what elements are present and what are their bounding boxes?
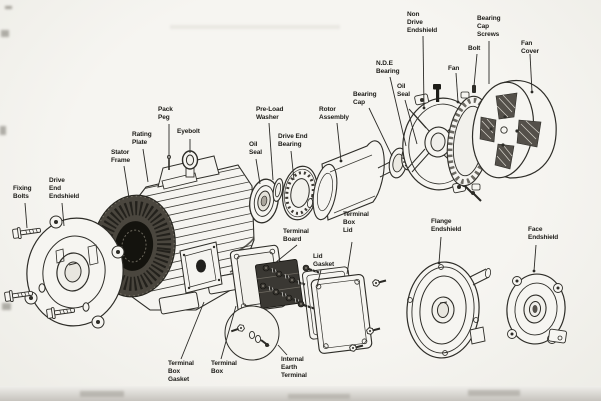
label-oil-seal-drive-end: Oil Seal: [249, 141, 262, 157]
fan-cover-drawing: [471, 79, 557, 179]
label-fan-cover: Fan Cover: [521, 40, 539, 56]
label-internal-earth-terminal: Internal Earth Terminal: [281, 356, 307, 380]
scan-mark: [0, 126, 6, 135]
label-non-drive-endshield: Non Drive Endshield: [407, 11, 438, 35]
eyebolt-drawing: [181, 150, 199, 178]
endshield-bolt-drawing: [433, 84, 441, 102]
flange-endshield-drawing: [406, 261, 492, 359]
label-flange-endshield: Flange Endshield: [431, 218, 462, 234]
scan-bottom-band: [0, 386, 601, 401]
fixing-bolts-drawing: [3, 224, 90, 320]
label-bearing-cap: Bearing Cap: [353, 91, 377, 107]
label-fan: Fan: [448, 65, 460, 72]
label-pre-load-washer: Pre-Load Washer: [256, 106, 284, 122]
scan-mark: [5, 6, 12, 9]
internal-earth-terminal-drawing: [224, 305, 280, 361]
drive-end-endshield-drawing: [24, 215, 125, 329]
label-terminal-board: Terminal Board: [283, 228, 309, 244]
label-terminal-box-lid: Terminal Box Lid: [343, 211, 369, 235]
label-drive-end-bearing: Drive End Bearing: [278, 133, 308, 149]
scan-mark: [288, 394, 350, 399]
scan-mark: [80, 391, 124, 397]
terminal-pad-drawing: [179, 241, 223, 294]
label-lid-gasket: Lid Gasket: [313, 253, 335, 269]
label-oil-seal-non-drive-end: Oil Seal: [397, 83, 410, 99]
rotor-assembly-drawing: [307, 140, 397, 221]
scan-mark: [1, 30, 9, 37]
scan-mark: [2, 303, 11, 310]
label-bearing-cap-screws: Bearing Cap Screws: [477, 15, 501, 39]
label-eyebolt: Eyebolt: [177, 128, 200, 135]
label-stator-frame: Stator Frame: [111, 149, 131, 165]
face-endshield-drawing: [506, 273, 567, 345]
label-fixing-bolts: Fixing Bolts: [13, 185, 32, 201]
label-rotor-assembly: Rotor Assembly: [319, 106, 349, 122]
label-pack-peg: Pack Peg: [158, 106, 173, 122]
label-nde-bearing: N.D.E Bearing: [376, 60, 400, 76]
scan-mark: [468, 390, 520, 396]
terminal-box-lid-drawing: [310, 274, 387, 355]
label-drive-end-endshield: Drive End Endshield: [49, 177, 80, 201]
terminal-board-drawing: [254, 259, 321, 312]
label-terminal-box-gasket: Terminal Box Gasket: [168, 360, 194, 384]
label-terminal-box: Terminal Box: [211, 360, 237, 376]
label-bolt: Bolt: [468, 45, 481, 52]
leader-lines: [24, 35, 537, 360]
label-rating-plate: Rating Plate: [132, 131, 152, 147]
scan-mark: [170, 25, 340, 29]
label-face-endshield: Face Endshield: [528, 226, 559, 242]
oil-seal-de-drawing: [249, 178, 279, 224]
pre-load-washer-drawing: [272, 178, 284, 202]
